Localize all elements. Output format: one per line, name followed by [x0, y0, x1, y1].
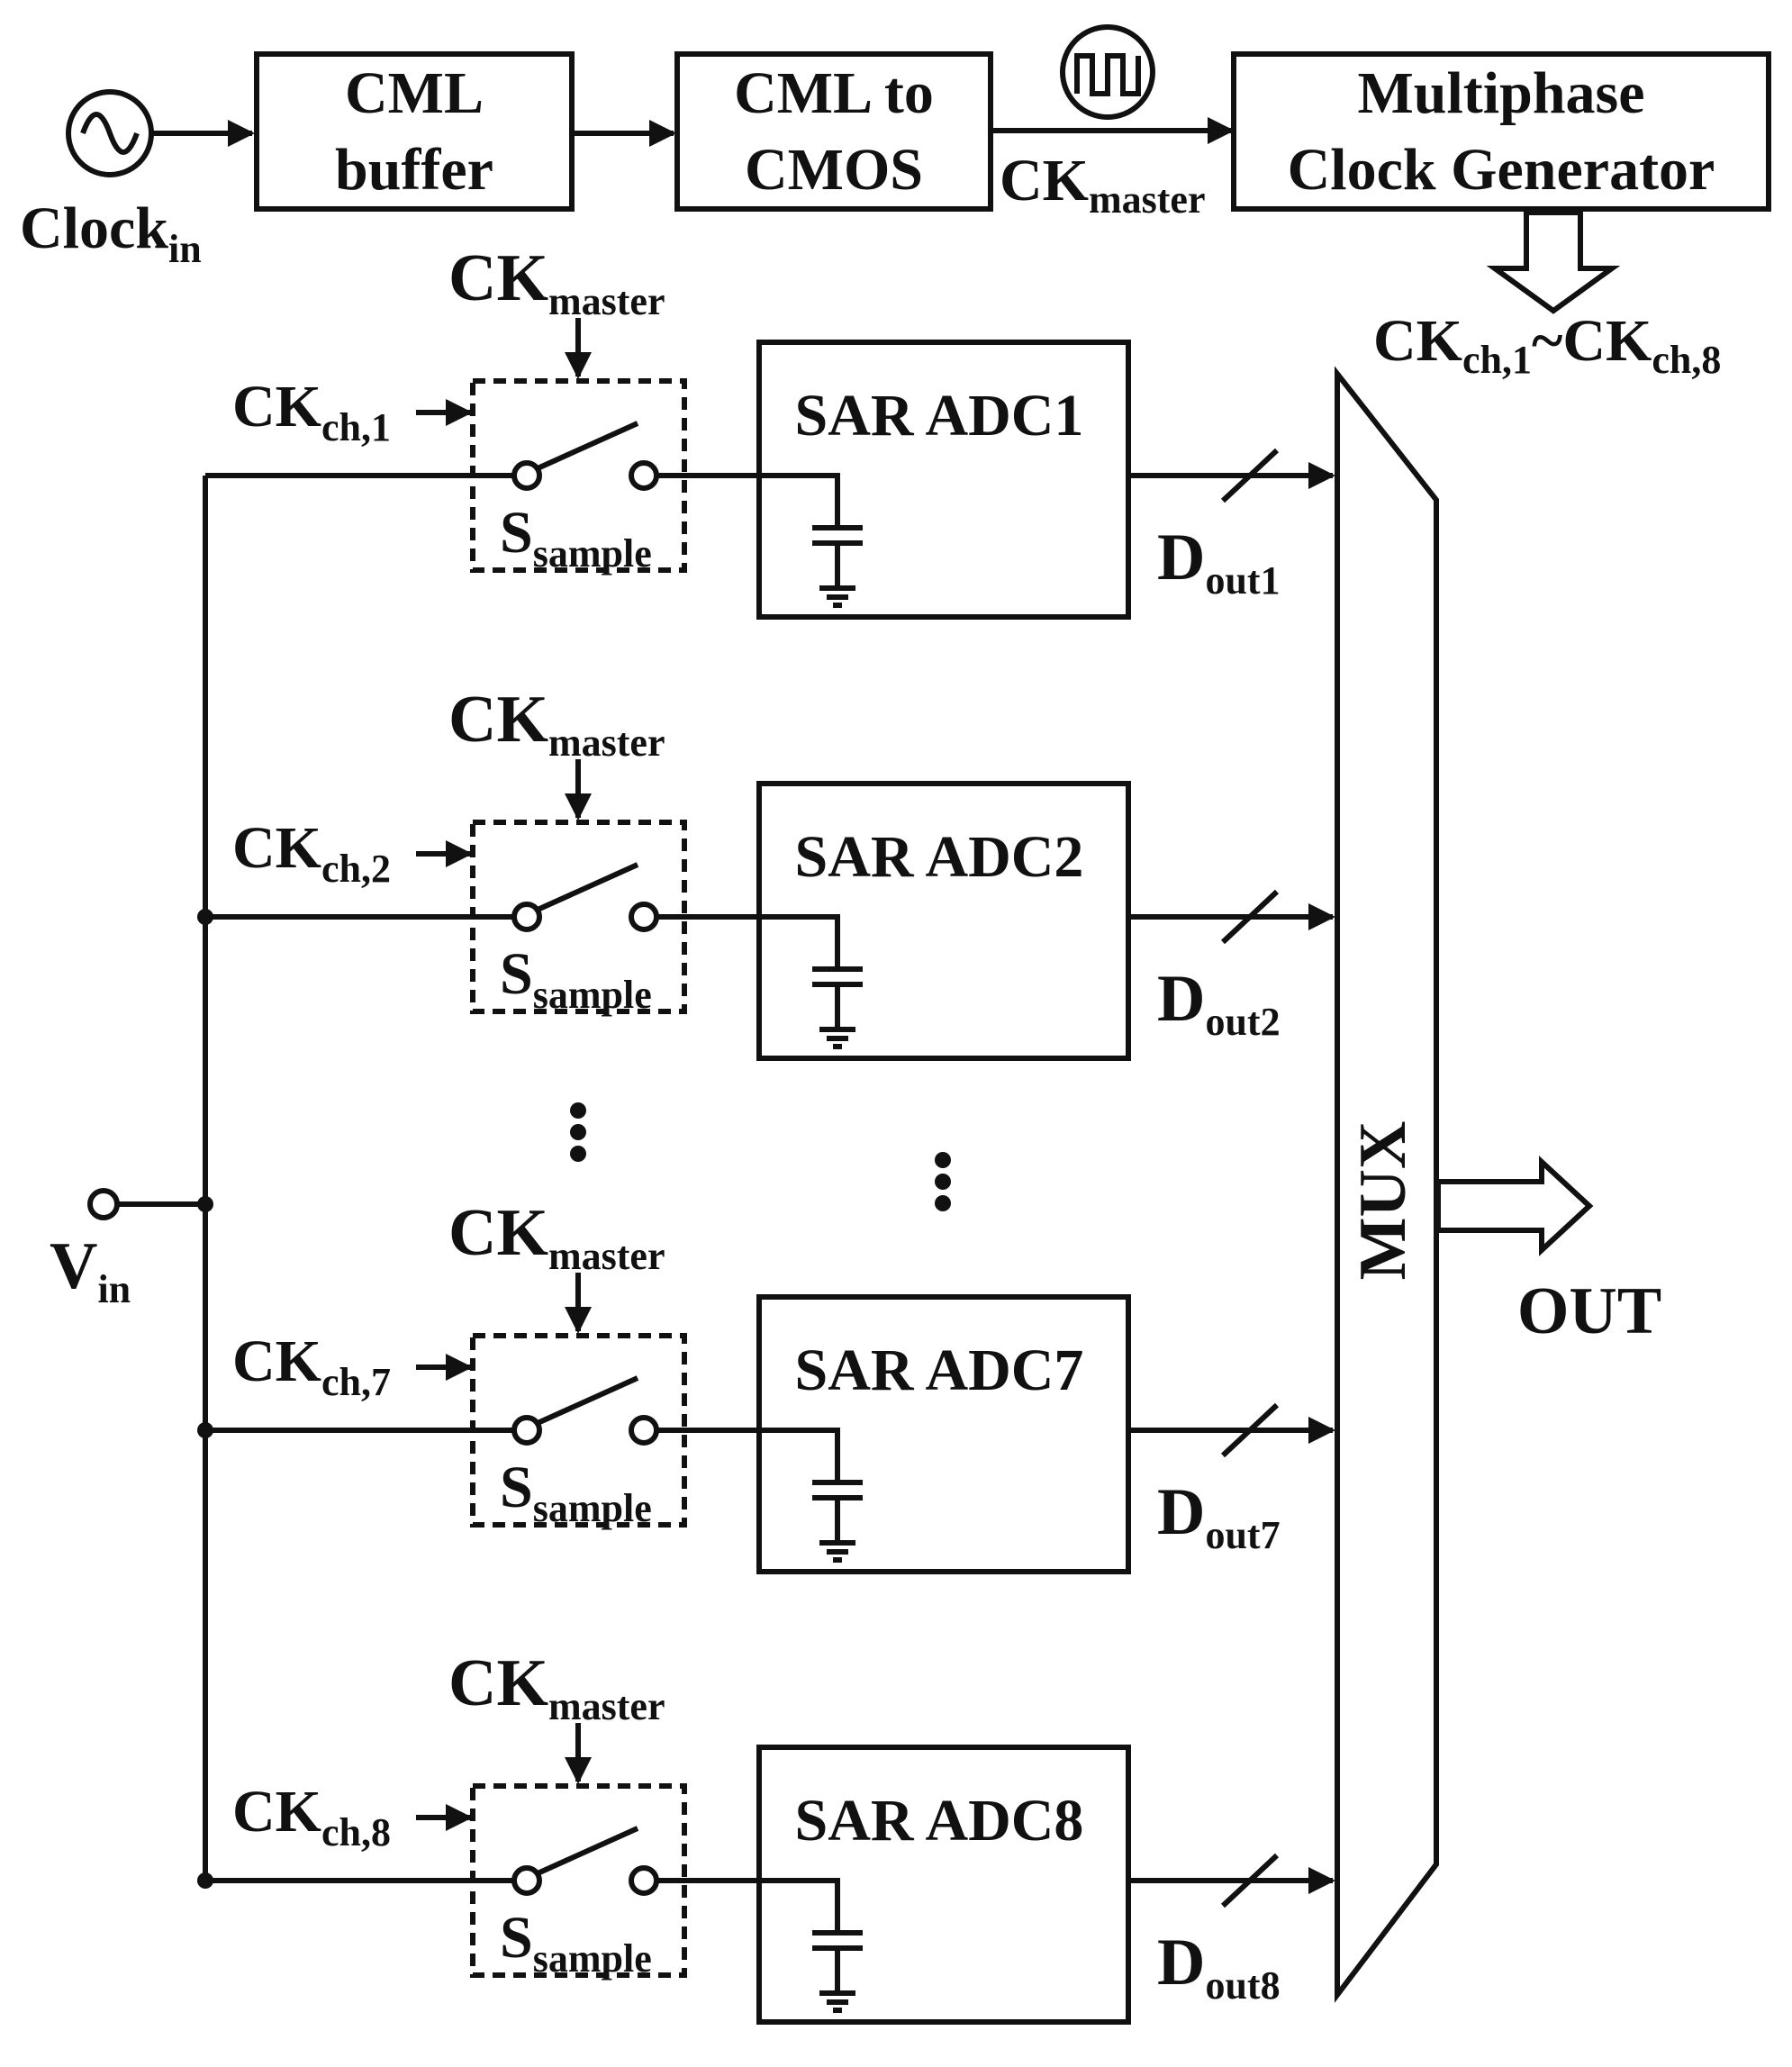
vin-junction	[197, 1196, 213, 1212]
cml-buffer-block	[254, 51, 575, 212]
switch-blade	[536, 1826, 639, 1876]
sample-switch-box	[470, 820, 687, 1014]
mux-block	[1335, 366, 1439, 2003]
switch-terminal-out	[629, 1865, 659, 1896]
sar-adc-block	[756, 781, 1131, 1061]
multiphase-output-bus-arrow	[1486, 210, 1621, 314]
multiphase-clock-generator-block	[1231, 51, 1771, 212]
ck-master-label: CKmaster	[448, 1646, 665, 1728]
ck-ch-label: CKch,7	[232, 1328, 391, 1404]
out-label: OUT	[1517, 1274, 1661, 1348]
sar-adc-label: SAR ADC8	[795, 1788, 1084, 1854]
dout-label: Dout7	[1157, 1475, 1281, 1557]
clock-source-icon	[66, 89, 154, 177]
sar-adc-label: SAR ADC2	[795, 824, 1084, 890]
sample-switch-box	[470, 378, 687, 573]
sar-adc-block	[756, 340, 1131, 620]
switch-blade	[536, 1375, 639, 1426]
sample-switch-box	[470, 1783, 687, 1978]
sar-adc-label: SAR ADC7	[795, 1337, 1084, 1403]
switch-label: Ssample	[500, 500, 652, 576]
channel-ellipsis-left	[570, 1102, 586, 1162]
bus-slash-icon	[1220, 889, 1280, 945]
dout-label: Dout1	[1157, 521, 1281, 603]
cml-to-cmos-line1: CML to	[734, 60, 934, 126]
ck-master-label: CKmaster	[448, 241, 665, 323]
sar-adc-label: SAR ADC1	[795, 383, 1084, 449]
mux-label: MUX	[1346, 1121, 1420, 1281]
switch-blade	[536, 862, 639, 912]
cml-buffer-line1: CML	[345, 60, 484, 126]
switch-terminal-out	[629, 460, 659, 491]
ck-master-label: CKmaster	[448, 683, 665, 765]
sample-switch-box	[470, 1333, 687, 1528]
switch-terminal-in	[511, 460, 542, 491]
switch-to-cap-wire	[656, 914, 840, 969]
clock-in-label: Clockin	[20, 195, 202, 271]
switch-terminal-out	[629, 1415, 659, 1446]
switch-terminal-in	[511, 1415, 542, 1446]
switch-blade	[536, 421, 639, 471]
switch-terminal-out	[629, 902, 659, 932]
switch-to-cap-wire	[656, 1428, 840, 1482]
ck-ch-label: CKch,2	[232, 815, 391, 891]
ck-master-top-label: CKmaster	[1000, 148, 1206, 222]
sar-adc-block	[756, 1294, 1131, 1574]
ck-ch-label: CKch,1	[232, 374, 391, 449]
switch-to-cap-wire	[656, 1878, 840, 1933]
switch-terminal-in	[511, 1865, 542, 1896]
out-bus-arrow	[1435, 1156, 1594, 1256]
dout-label: Dout8	[1157, 1926, 1281, 2008]
bus-slash-icon	[1220, 1853, 1280, 1908]
switch-label: Ssample	[500, 1905, 652, 1981]
cml-buffer-line2: buffer	[335, 137, 493, 203]
bus-slash-icon	[1220, 1402, 1280, 1458]
dout-label: Dout2	[1157, 962, 1281, 1044]
sar-adc-block	[756, 1745, 1131, 2025]
cml-to-cmos-line2: CMOS	[745, 137, 923, 203]
multiphase-line2: Clock Generator	[1288, 137, 1715, 203]
switch-label: Ssample	[500, 941, 652, 1017]
ck-range-label: CKch,1~CKch,8	[1373, 308, 1721, 382]
switch-terminal-in	[511, 902, 542, 932]
square-wave-icon	[1060, 24, 1155, 120]
channel-ellipsis-right	[935, 1152, 951, 1211]
ck-ch-label: CKch,8	[232, 1779, 391, 1854]
multiphase-line1: Multiphase	[1357, 60, 1644, 126]
vin-terminal	[87, 1188, 120, 1220]
ck-master-label: CKmaster	[448, 1196, 665, 1278]
vin-label: Vin	[50, 1229, 131, 1311]
switch-label: Ssample	[500, 1455, 652, 1530]
switch-to-cap-wire	[656, 473, 840, 528]
bus-slash-icon	[1220, 448, 1280, 503]
